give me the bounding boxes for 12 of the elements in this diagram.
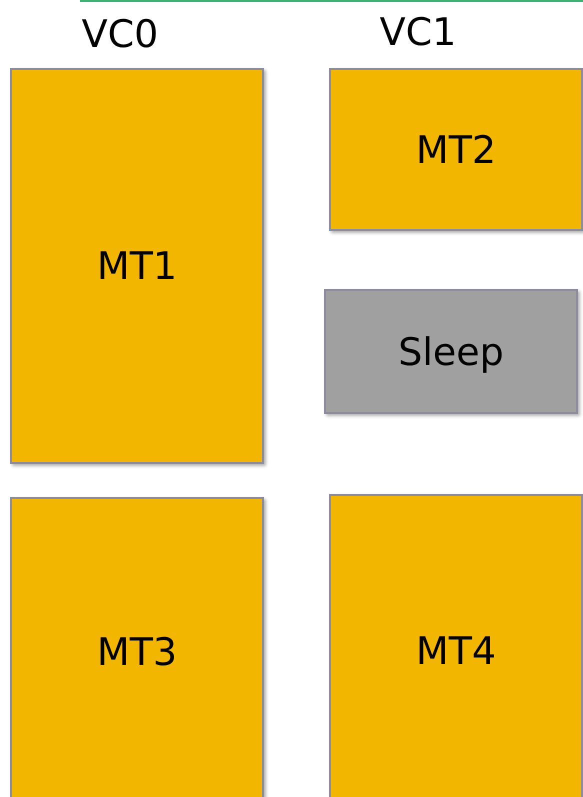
box-label: Sleep bbox=[398, 330, 504, 374]
box-label: MT1 bbox=[96, 244, 178, 288]
column-header: VC1 bbox=[378, 10, 458, 54]
process-box bbox=[10, 497, 264, 797]
process-box bbox=[324, 289, 578, 414]
column-header: VC0 bbox=[80, 12, 160, 56]
process-box bbox=[329, 68, 583, 231]
process-box bbox=[10, 68, 264, 464]
box-label: MT4 bbox=[416, 628, 496, 672]
box-label: MT2 bbox=[416, 128, 496, 172]
process-box bbox=[329, 494, 583, 797]
box-label: MT3 bbox=[96, 630, 178, 674]
